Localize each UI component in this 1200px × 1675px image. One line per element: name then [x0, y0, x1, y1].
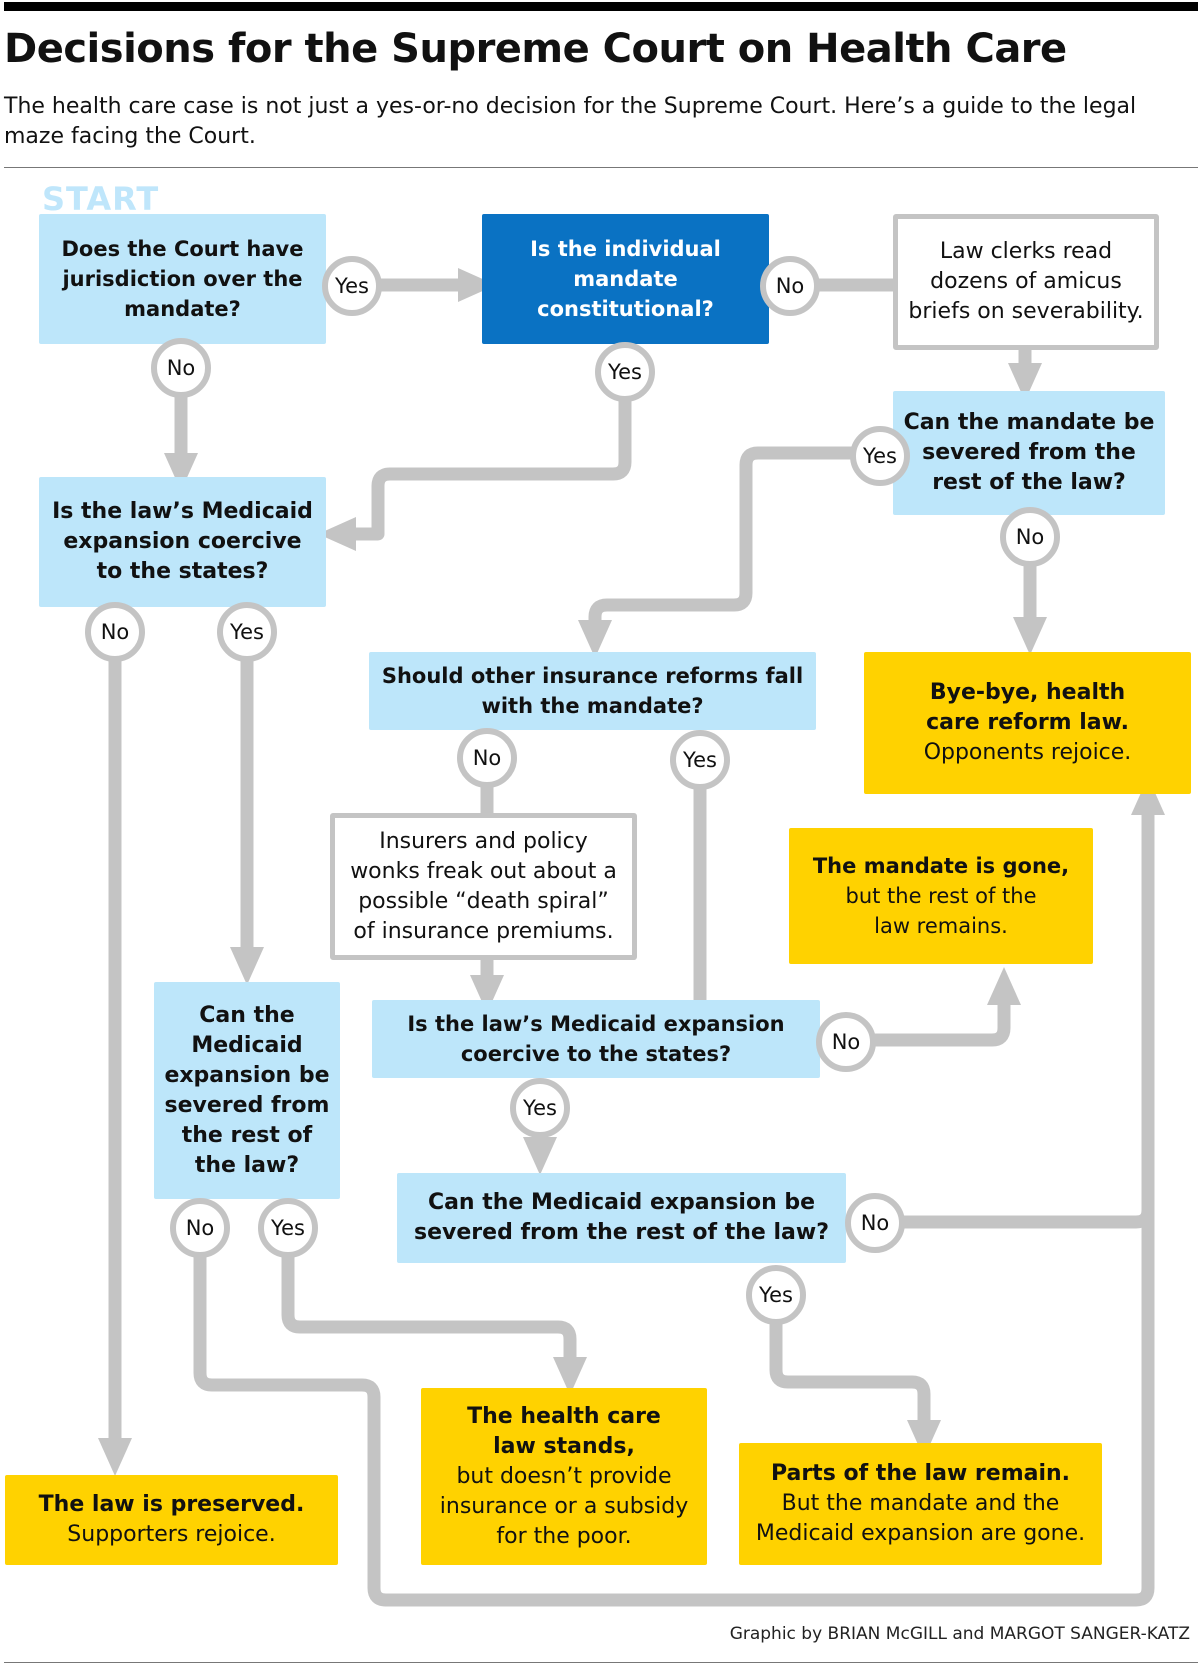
outcome-mandate-gone: The mandate is gone, but the rest of the…: [789, 828, 1093, 964]
question-medicaid-severable-text: Can the Medicaid expansion be severed fr…: [164, 1002, 330, 1178]
question-medicaid-severable-2: Can the Medicaid expansion be severed fr…: [397, 1173, 846, 1263]
note-death-spiral: Insurers and policy wonks freak out abou…: [330, 813, 637, 960]
question-medicaid-severable-2-text: Can the Medicaid expansion be severed fr…: [414, 1190, 829, 1245]
label-q5-yes: Yes: [670, 730, 730, 790]
outcome-law-preserved: The law is preserved. Supporters rejoice…: [5, 1475, 338, 1565]
label-q5-no: No: [457, 728, 517, 788]
graphic-credit: Graphic by BRIAN McGILL and MARGOT SANGE…: [729, 1624, 1190, 1644]
page-subtitle: The health care case is not just a yes-o…: [4, 94, 1137, 149]
question-other-reforms: Should other insurance reforms fall with…: [369, 652, 816, 730]
question-mandate-constitutional: Is the individual mandate constitutional…: [482, 214, 769, 344]
connector-q8-yes: [769, 1290, 941, 1458]
label-q7-no: No: [816, 1012, 876, 1072]
question-medicaid-coercive-2: Is the law’s Medicaid expansion coercive…: [372, 1000, 820, 1078]
question-mandate-constitutional-text: Is the individual mandate constitutional…: [530, 237, 721, 321]
label-q4-no: No: [85, 602, 145, 662]
connector-q2-yes: [318, 370, 632, 551]
outcome-mandate-gone-heading: The mandate is gone,: [812, 854, 1070, 878]
label-q8-no: No: [845, 1193, 905, 1253]
footer-divider: [4, 1662, 1198, 1663]
label-q3-yes: Yes: [850, 426, 910, 486]
label-q3-no: No: [1000, 507, 1060, 567]
start-label: START: [42, 180, 160, 218]
question-medicaid-coercive-2-text: Is the law’s Medicaid expansion coercive…: [407, 1012, 785, 1066]
outcome-law-stands-heading: The health care law stands,: [467, 1403, 661, 1459]
label-q4-yes: Yes: [217, 602, 277, 662]
outcome-law-preserved-heading: The law is preserved.: [38, 1492, 305, 1517]
outcome-parts-remain: Parts of the law remain. But the mandate…: [739, 1443, 1102, 1565]
label-q1-no: No: [151, 338, 211, 398]
connector-q6-no: [193, 1210, 1155, 1607]
note-law-clerks-text: Law clerks read dozens of amicus briefs …: [908, 239, 1144, 324]
outcome-mandate-gone-text: but the rest of the law remains.: [845, 884, 1037, 938]
question-other-reforms-text: Should other insurance reforms fall with…: [381, 664, 804, 718]
question-medicaid-severable: Can the Medicaid expansion be severed fr…: [154, 982, 340, 1199]
outcome-law-stands-text: but doesn’t provide insurance or a subsi…: [439, 1463, 689, 1549]
question-jurisdiction: Does the Court have jurisdiction over th…: [39, 214, 326, 344]
note-death-spiral-text: Insurers and policy wonks freak out abou…: [350, 828, 617, 944]
outcome-parts-remain-text: But the mandate and the Medicaid expansi…: [755, 1491, 1086, 1546]
outcome-parts-remain-heading: Parts of the law remain.: [770, 1461, 1071, 1486]
connector-q6-yes: [281, 1228, 587, 1395]
connector-q7-no: [860, 967, 1021, 1047]
label-q6-no: No: [170, 1198, 230, 1258]
label-q6-yes: Yes: [258, 1198, 318, 1258]
outcome-law-stands: The health care law stands, but doesn’t …: [421, 1388, 707, 1565]
question-mandate-severable-text: Can the mandate be severed from the rest…: [903, 410, 1155, 495]
question-mandate-severable: Can the mandate be severed from the rest…: [893, 391, 1165, 515]
label-q2-no: No: [760, 256, 820, 316]
outcome-law-preserved-text: Supporters rejoice.: [67, 1522, 276, 1547]
label-q2-yes: Yes: [595, 342, 655, 402]
top-rule: [4, 2, 1198, 11]
outcome-law-struck-heading: Bye-bye, health care reform law.: [926, 680, 1129, 735]
question-medicaid-coercive: Is the law’s Medicaid expansion coercive…: [39, 477, 326, 607]
outcome-law-struck: Bye-bye, health care reform law. Opponen…: [864, 652, 1191, 794]
label-q8-yes: Yes: [746, 1265, 806, 1325]
page-title: Decisions for the Supreme Court on Healt…: [4, 26, 1067, 72]
header-divider: [4, 167, 1198, 168]
label-q7-yes: Yes: [510, 1078, 570, 1138]
note-law-clerks: Law clerks read dozens of amicus briefs …: [893, 214, 1159, 350]
label-q1-yes: Yes: [322, 256, 382, 316]
question-medicaid-coercive-text: Is the law’s Medicaid expansion coercive…: [52, 499, 313, 584]
outcome-law-struck-text: Opponents rejoice.: [923, 740, 1132, 765]
connector-q3-yes: [578, 446, 852, 658]
question-jurisdiction-text: Does the Court have jurisdiction over th…: [61, 237, 304, 321]
